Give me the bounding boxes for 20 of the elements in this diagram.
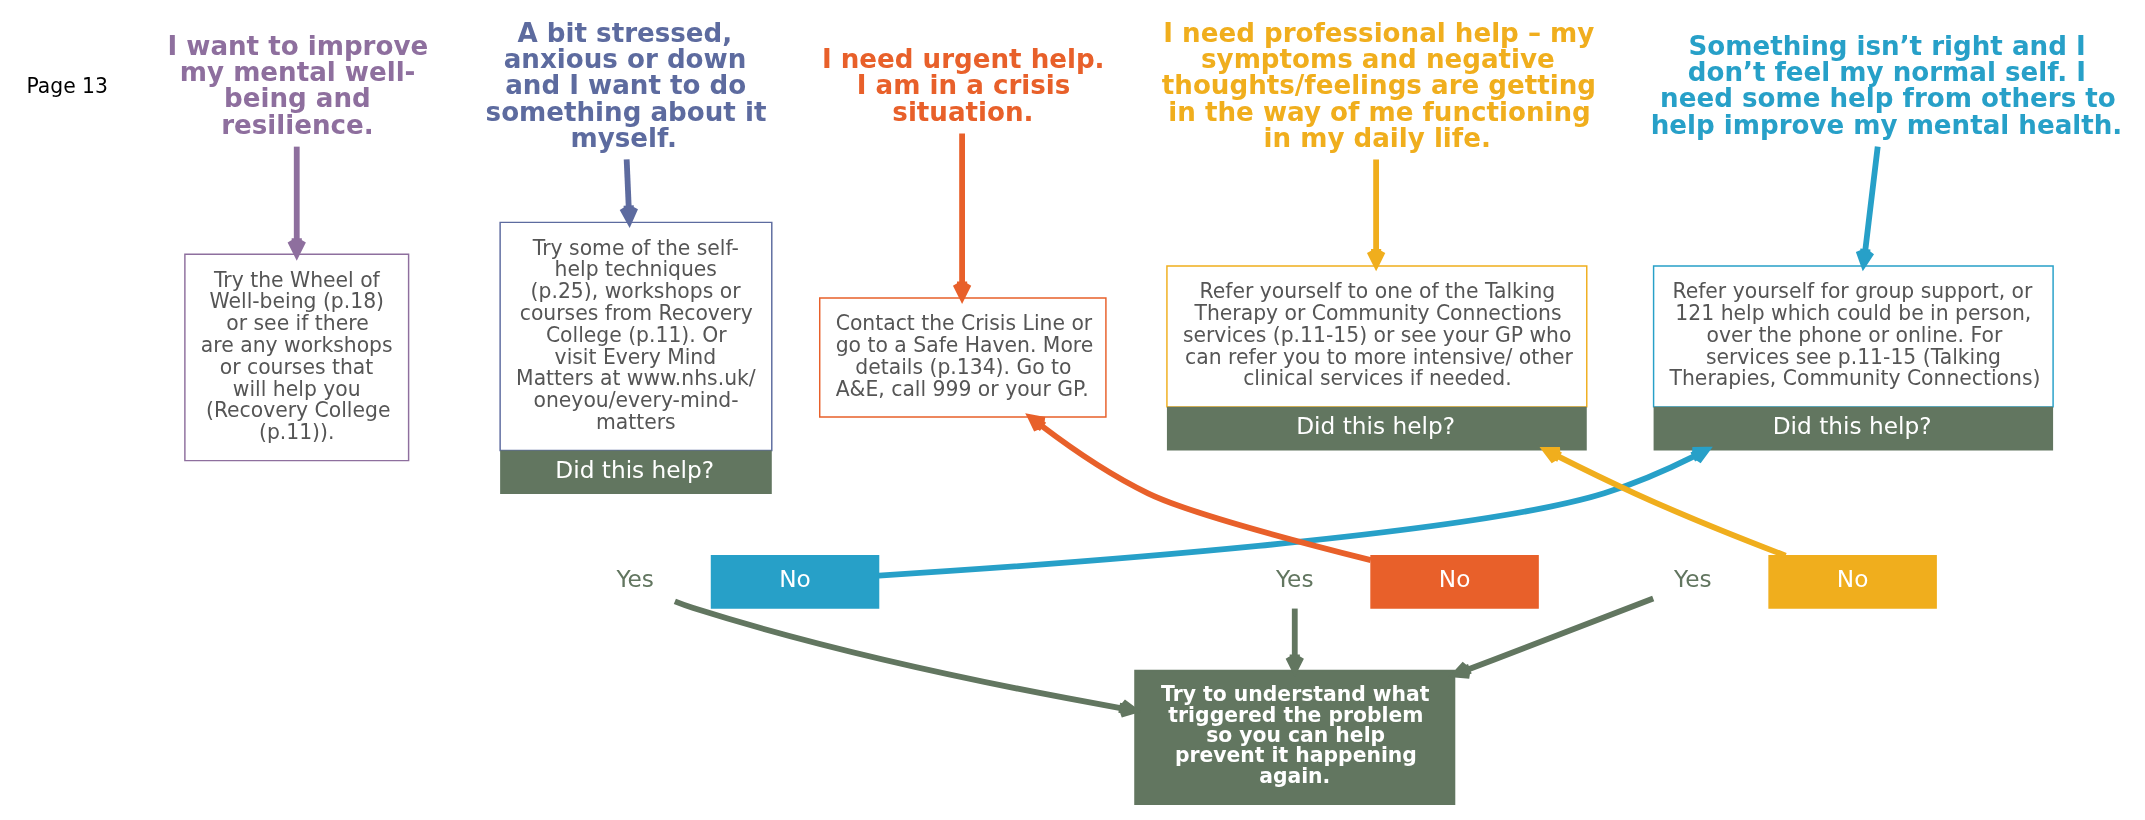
arrow	[878, 446, 1711, 578]
node-text: I need professional help – my symptoms and negative thoughts/feelings are getting in the way of me functioning in my daily life.	[1161, 17, 1596, 153]
node-box: No	[1768, 554, 1937, 609]
node-box: Try to understand what triggered the problem so you can help prevent it happening again.	[1134, 669, 1456, 805]
arrow	[619, 158, 639, 225]
node-box: Contact the Crisis Line or go to a Safe Haven. More details (p.134). Go to A&E, call 999 or your GP.	[819, 296, 1107, 418]
node-text: Yes	[1276, 564, 1314, 592]
node-text: I need urgent help. I am in a crisis situation.	[821, 43, 1105, 127]
node-text: Yes	[616, 564, 654, 592]
node-box: Try the Wheel of Well-being (p.18) or see if there are any workshops or courses that will help you (Recovery College (p.11)).	[184, 253, 410, 461]
arrow	[952, 132, 972, 301]
arrow	[1542, 446, 1787, 558]
node-text: A bit stressed, anxious or down and I want to do something about it myself.	[485, 17, 767, 153]
arrow	[1027, 413, 1372, 563]
node-text: Something isn’t right and I don’t feel my normal self. I need some help from others to help improve my mental health.	[1650, 30, 2123, 140]
node-text: I want to improve my mental well-being and resilience.	[167, 30, 429, 140]
node-text: Yes	[1674, 564, 1712, 592]
node-box: No	[1370, 554, 1539, 609]
node-box: No	[710, 554, 880, 609]
label: Page 13	[26, 73, 108, 98]
